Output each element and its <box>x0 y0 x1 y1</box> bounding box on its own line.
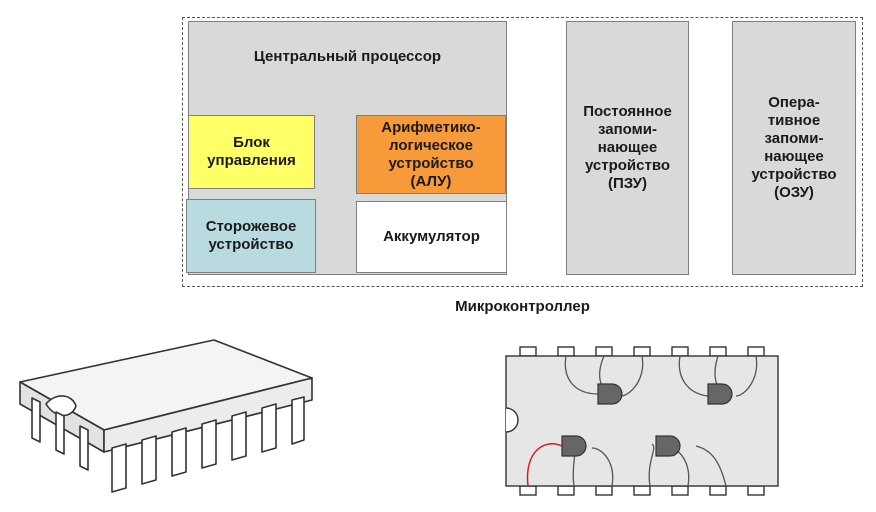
accumulator-block: Аккумулятор <box>356 201 507 273</box>
dip-chip-3d-icon <box>19 339 313 493</box>
watchdog-block: Сторожевое устройство <box>186 199 316 273</box>
cpu-title: Центральный процессор <box>253 48 442 65</box>
rom-block: Постоянное запоми- нающее устройство (ПЗ… <box>566 21 689 275</box>
microcontroller-boundary <box>182 17 863 287</box>
microcontroller-label: Микроконтроллер <box>455 298 590 315</box>
ram-block: Опера- тивное запоми- нающее устройство … <box>732 21 856 275</box>
alu-block: Арифметико- логическое устройство (АЛУ) <box>356 115 506 194</box>
control-unit-block: Блок управления <box>188 115 315 189</box>
chip-die-gates-icon <box>505 346 779 496</box>
